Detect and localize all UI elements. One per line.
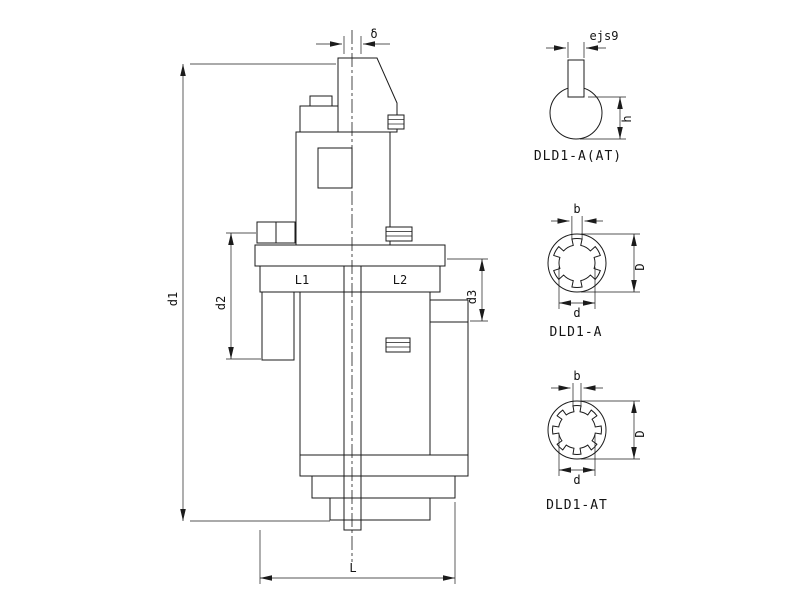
- h-label: h: [620, 115, 634, 122]
- flange-plate-3: [329, 497, 431, 521]
- key-section: [567, 59, 585, 98]
- D-label: D: [633, 430, 647, 437]
- hub-step-block: [299, 105, 339, 133]
- dim-b: b: [551, 369, 603, 407]
- dim-d2: d2: [214, 232, 261, 360]
- d3-label: d3: [465, 290, 479, 304]
- bolt-upper-right: [387, 114, 405, 130]
- d-label: d: [573, 306, 580, 320]
- bolt-mid-right: [385, 226, 413, 242]
- b-label: b: [573, 369, 580, 383]
- l-label: L: [349, 561, 356, 575]
- dim-bore-diameter: d: [558, 434, 596, 487]
- bolt-body: [385, 226, 413, 242]
- dim-outer-diameter: D: [581, 233, 647, 293]
- b-label: b: [573, 202, 580, 216]
- center-hub-bottom-section: [343, 454, 362, 531]
- detail-label: DLD1-A: [550, 325, 603, 340]
- dim-outer-diameter: D: [581, 400, 647, 460]
- dim-b: b: [551, 202, 603, 240]
- D-label: D: [633, 263, 647, 270]
- d-label: d: [573, 473, 580, 487]
- spline-sleeve-section: [261, 291, 295, 361]
- bolt-body: [385, 337, 411, 353]
- detail-label: DLD1-AT: [546, 498, 608, 513]
- coil-window-bg: [317, 147, 353, 189]
- dim-key-width: ejs9: [546, 29, 618, 58]
- spline-bore-profile: [553, 238, 601, 288]
- dim-bore-diameter: d: [558, 267, 596, 320]
- d1-label: d1: [166, 292, 180, 306]
- l1-label: L1: [295, 273, 309, 287]
- dim-l: L: [259, 502, 456, 584]
- d2-label: d2: [214, 296, 228, 310]
- dim-delta: δ: [316, 27, 390, 54]
- bolt-body: [387, 114, 405, 130]
- center-shaft-section: [343, 265, 362, 293]
- armature-pad-left: [256, 221, 277, 244]
- flange-plate-2: [311, 475, 456, 499]
- spline-bore-profile: [551, 404, 603, 456]
- bolt-lower-right: [385, 337, 411, 353]
- dim-d1: d1: [166, 63, 336, 522]
- bottom-flange: [299, 454, 469, 531]
- spline-outer-circle: [547, 400, 607, 460]
- dim-d3: d3: [447, 258, 488, 322]
- l2-label: L2: [393, 273, 407, 287]
- spline-outer-circle: [547, 233, 607, 293]
- main-section-view: L1 L2: [166, 27, 488, 584]
- detail-label: DLD1-A(AT): [534, 149, 622, 164]
- detail-keyway-view: ejs9 h DLD1-A(AT): [534, 29, 634, 164]
- flange-plate-1: [299, 454, 469, 477]
- hub-l2-box: [360, 265, 441, 293]
- lower-housing-outline: [299, 292, 469, 455]
- armature-pad-right: [275, 221, 296, 244]
- ejs9-label: ejs9: [590, 29, 619, 43]
- detail-spline-a-view: b D d DLD1-A: [547, 202, 647, 340]
- detail-spline-at-view: b D d DLD1-AT: [546, 369, 647, 513]
- friction-disc-band: [254, 244, 446, 267]
- dim-key-height: h: [580, 96, 634, 140]
- hub-l1-box: [259, 265, 345, 293]
- bolt-top: [309, 95, 333, 107]
- delta-label: δ: [370, 27, 377, 41]
